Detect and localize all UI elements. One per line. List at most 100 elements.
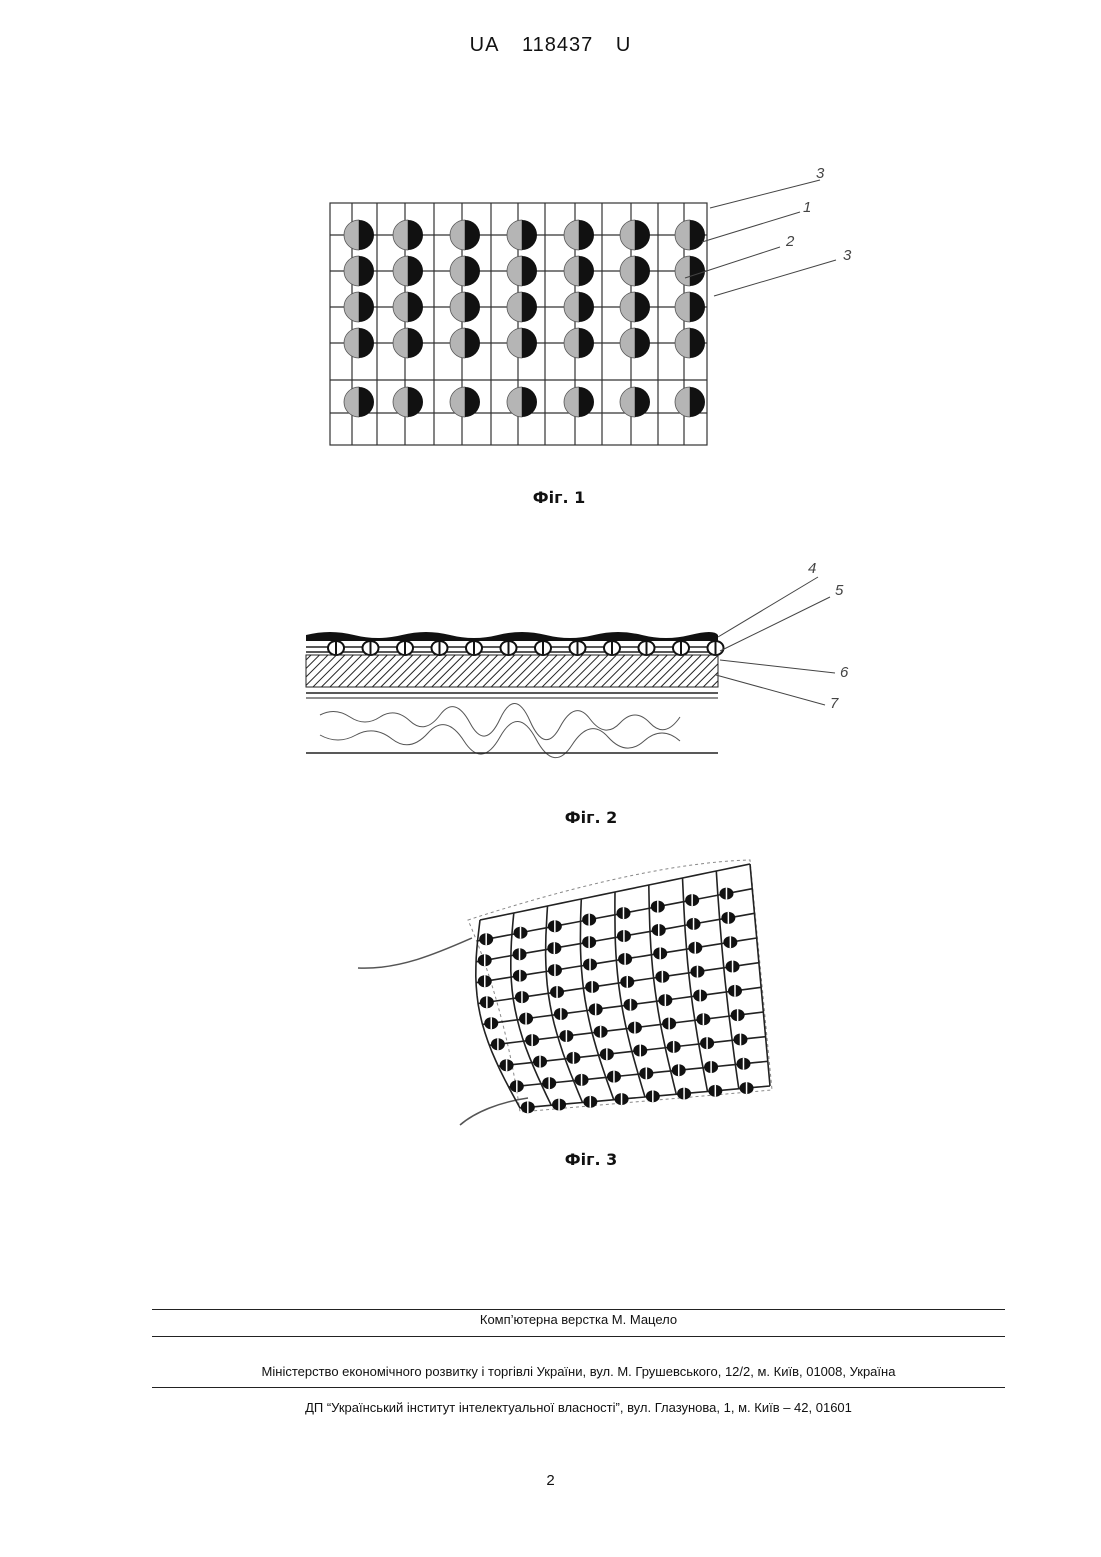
layer-bead xyxy=(501,641,517,655)
sheet-bead xyxy=(651,901,665,913)
fig2-label-7: 7 xyxy=(830,695,839,712)
layer-bead xyxy=(673,641,689,655)
sheet-bead xyxy=(688,942,702,954)
sheet-bead xyxy=(583,1096,597,1108)
sheet-bead xyxy=(723,936,737,948)
sheet-bead xyxy=(731,1009,745,1021)
layer-bead xyxy=(639,641,655,655)
half-dark-circle xyxy=(564,256,594,286)
sheet-bead xyxy=(677,1088,691,1100)
sheet-bead xyxy=(491,1038,505,1050)
left-edge-top xyxy=(358,938,472,968)
half-dark-circle xyxy=(344,256,374,286)
sheet-bead xyxy=(513,970,527,982)
fig1-label-3a: 3 xyxy=(816,165,825,182)
half-dark-circle xyxy=(564,292,594,322)
half-dark-circle xyxy=(450,220,480,250)
half-dark-circle xyxy=(393,292,423,322)
sheet-bead xyxy=(484,1017,498,1029)
sheet-bead xyxy=(624,999,638,1011)
sheet-bead xyxy=(548,964,562,976)
sheet-bead xyxy=(575,1074,589,1086)
sheet-bead xyxy=(687,918,701,930)
sheet-bead xyxy=(685,894,699,906)
half-dark-circle xyxy=(344,328,374,358)
sheet-bead xyxy=(510,1080,524,1092)
sheet-bead xyxy=(620,976,634,988)
sheet-bead xyxy=(740,1082,754,1094)
half-dark-circle xyxy=(564,387,594,417)
patent-number: 118437 xyxy=(522,34,593,56)
sheet-bead xyxy=(542,1077,556,1089)
half-dark-circle xyxy=(620,328,650,358)
layer-bead xyxy=(397,641,413,655)
sheet-bead xyxy=(594,1026,608,1038)
figure-1-caption: Фіг. 1 xyxy=(459,488,659,507)
half-dark-circle xyxy=(393,387,423,417)
layer-bead xyxy=(466,641,482,655)
half-dark-circle xyxy=(620,387,650,417)
hatched-layer xyxy=(306,655,718,687)
fig1-label-2: 2 xyxy=(785,233,795,250)
porous-texture xyxy=(320,703,680,757)
sheet-bead xyxy=(617,930,631,942)
half-dark-circle xyxy=(344,220,374,250)
sheet-bead xyxy=(554,1008,568,1020)
leader-line-5 xyxy=(720,597,830,651)
sheet-bead xyxy=(533,1056,547,1068)
footer-rule-bottom xyxy=(152,1387,1005,1388)
sheet-bead xyxy=(616,907,630,919)
sheet-bead xyxy=(652,924,666,936)
sheet-bead xyxy=(736,1058,750,1070)
sheet-bead xyxy=(633,1045,647,1057)
sheet-bead xyxy=(589,1003,603,1015)
sheet-bead xyxy=(653,947,667,959)
half-dark-circle xyxy=(620,220,650,250)
sheet-bead xyxy=(514,927,528,939)
leader-line-6 xyxy=(720,660,835,673)
half-dark-circle xyxy=(507,292,537,322)
sheet-bead xyxy=(521,1101,535,1113)
sheet-bead xyxy=(690,966,704,978)
figure-1-drawing: 3 1 2 3 xyxy=(300,150,880,470)
sheet-bead xyxy=(658,994,672,1006)
half-dark-circle xyxy=(675,328,705,358)
figure-3-drawing xyxy=(340,850,800,1140)
top-wavy-layer xyxy=(306,632,718,641)
half-dark-circle xyxy=(393,220,423,250)
ministry-address: Міністерство економічного розвитку і тор… xyxy=(152,1364,1005,1379)
sheet-bead xyxy=(696,1013,710,1025)
layer-bead xyxy=(570,641,586,655)
half-dark-circle xyxy=(675,220,705,250)
figure-2-drawing: 4 5 6 7 xyxy=(300,555,880,770)
half-dark-circle xyxy=(344,292,374,322)
sheet-bead xyxy=(607,1071,621,1083)
sheet-bead xyxy=(600,1048,614,1060)
layout-credit: Комп’ютерна верстка М. Мацело xyxy=(152,1312,1005,1327)
sheet-bead xyxy=(728,985,742,997)
patent-header: UA 118437 U xyxy=(0,34,1101,57)
sheet-bead xyxy=(582,936,596,948)
leader-line-3b xyxy=(714,260,836,296)
sheet-bead xyxy=(708,1085,722,1097)
half-dark-circle xyxy=(620,292,650,322)
sheet-bead xyxy=(566,1052,580,1064)
sheet-bead xyxy=(550,986,564,998)
page-number: 2 xyxy=(0,1472,1101,1489)
half-dark-circle xyxy=(393,328,423,358)
half-dark-circle xyxy=(507,328,537,358)
fig1-label-3b: 3 xyxy=(843,247,852,264)
sheet-bead xyxy=(515,991,529,1003)
sheet-bead xyxy=(478,975,492,987)
half-dark-circle xyxy=(675,256,705,286)
half-dark-circle xyxy=(675,387,705,417)
sheet-bead xyxy=(480,996,494,1008)
layer-bead xyxy=(535,641,551,655)
sheet-bead xyxy=(628,1022,642,1034)
sheet-bead xyxy=(672,1064,686,1076)
left-edge-bottom xyxy=(460,1098,528,1125)
half-dark-circle xyxy=(450,328,480,358)
half-dark-circle xyxy=(507,220,537,250)
sheet-bead xyxy=(519,1013,533,1025)
sheet-bead xyxy=(719,888,733,900)
